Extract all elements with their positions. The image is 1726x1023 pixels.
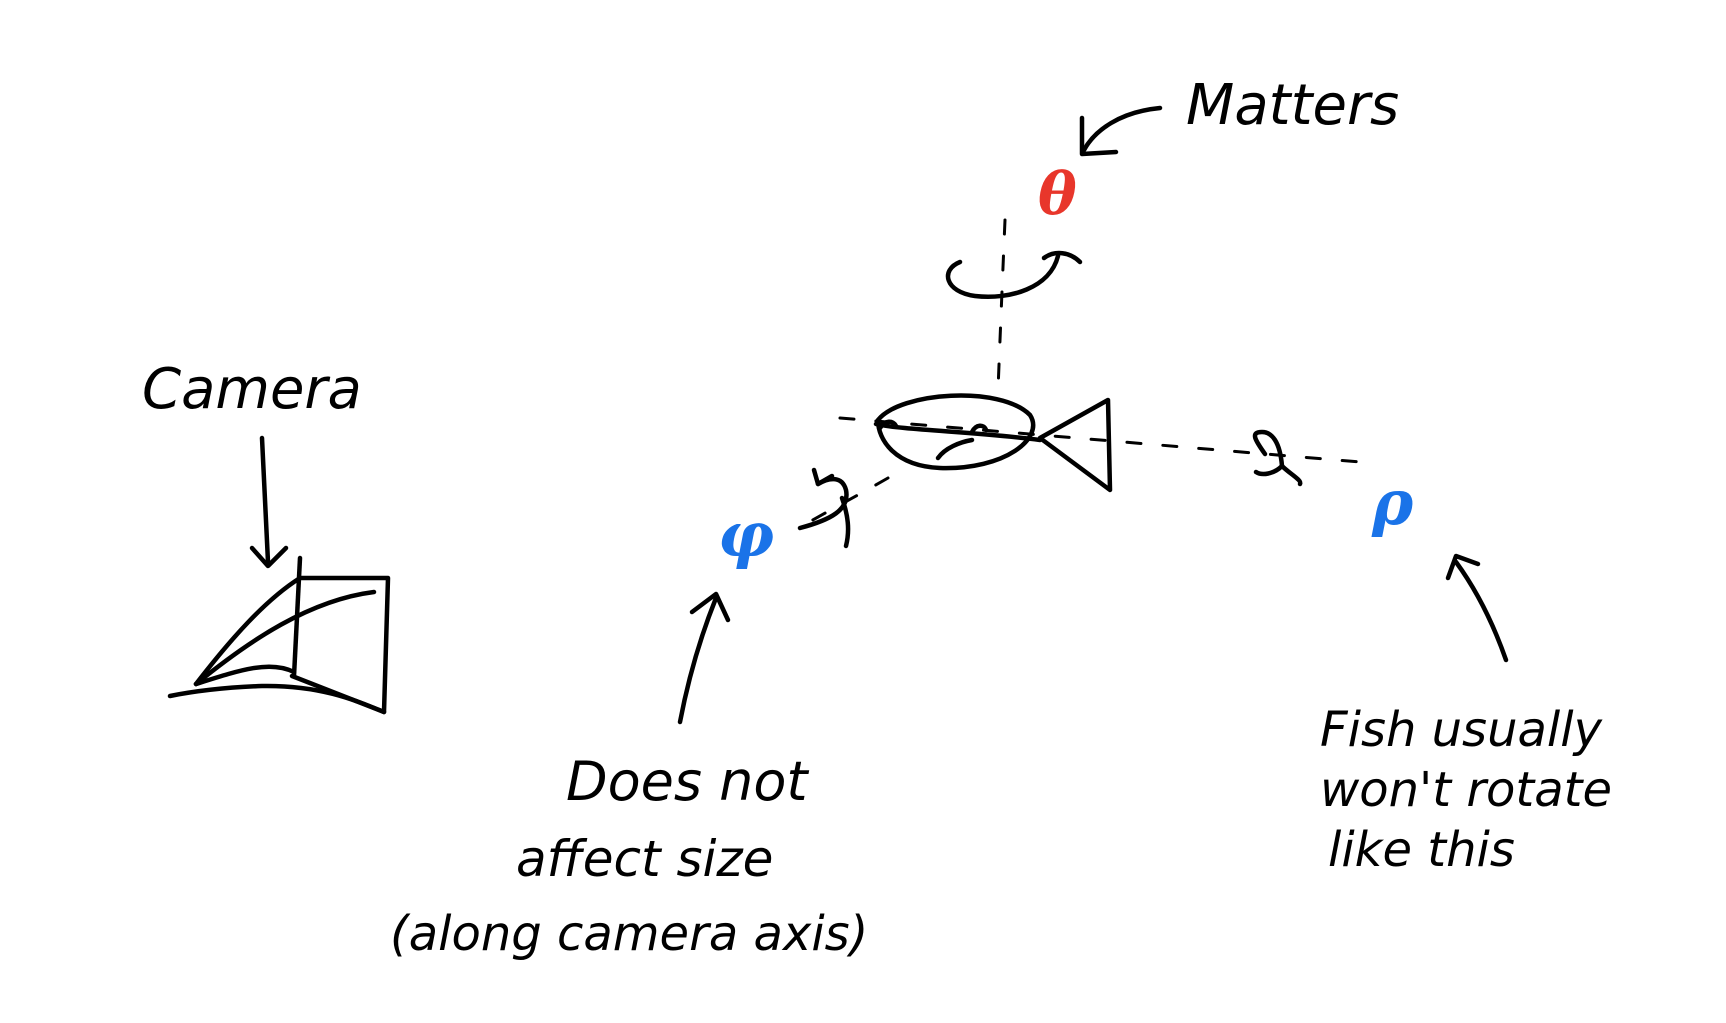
phi-note-line3: (along camera axis) — [390, 906, 868, 962]
camera-label: Camera — [142, 357, 362, 422]
phi-rotation-arrow — [797, 467, 851, 549]
theta-symbol: θ — [1038, 160, 1077, 228]
phi-pointer-arrow — [677, 591, 731, 725]
camera-frustum-icon — [167, 555, 391, 715]
rho-note-line2: won't rotate — [1320, 762, 1612, 818]
fish-icon — [873, 393, 1113, 493]
camera-axis — [794, 476, 890, 532]
rho-note-line1: Fish usually — [1320, 702, 1603, 758]
camera-pointer-arrow — [249, 435, 289, 569]
rho-symbol: ρ — [1371, 466, 1414, 539]
rho-note-line3: like this — [1328, 822, 1515, 878]
rho-pointer-arrow — [1445, 553, 1509, 663]
horizontal-axis — [838, 416, 1362, 464]
matters-label: Matters — [1186, 73, 1399, 138]
phi-note-line1: Does not — [566, 750, 809, 813]
phi-symbol: φ — [718, 498, 774, 571]
rho-rotation-arrow — [1252, 429, 1303, 487]
theta-rotation-arrow — [945, 250, 1083, 299]
phi-note-line2: affect size — [516, 830, 773, 888]
matters-pointer-arrow — [1079, 105, 1163, 157]
vertical-axis — [996, 218, 1007, 392]
